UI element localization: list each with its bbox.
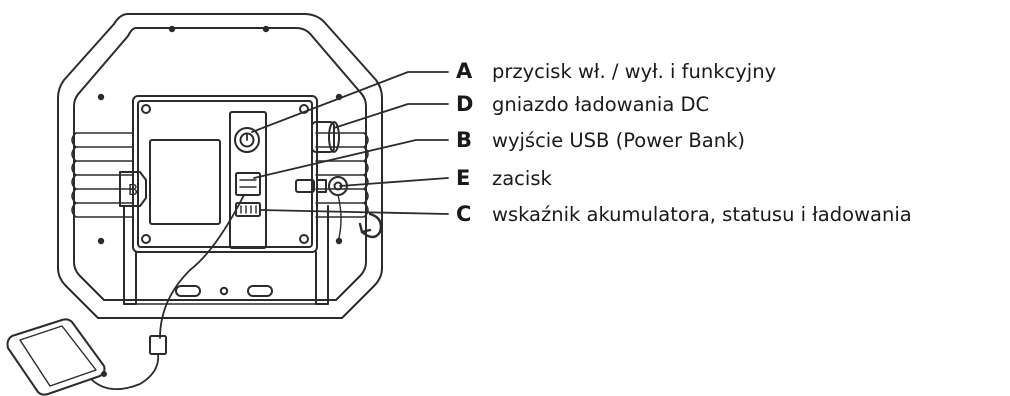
- usb-cable: [159, 194, 245, 339]
- callout-letter: B: [456, 128, 473, 152]
- callout-leader-lines: [251, 71, 449, 215]
- callout-text: wskaźnik akumulatora, statusu i ładowani…: [492, 202, 912, 226]
- leader-line-a: [251, 71, 449, 133]
- panel-screw-icons: [141, 104, 309, 244]
- label-plate: [149, 139, 221, 225]
- inlay-letter: B: [128, 181, 138, 199]
- callout-a: A przycisk wł. / wył. i funkcyjny: [456, 56, 776, 86]
- usb-plug-icon: [149, 335, 167, 355]
- leader-line-d: [333, 103, 449, 129]
- callout-text: gniazdo ładowania DC: [492, 92, 710, 116]
- outer-frame: [57, 13, 383, 319]
- callout-b: B wyjście USB (Power Bank): [456, 125, 745, 155]
- callout-text: przycisk wł. / wył. i funkcyjny: [492, 59, 777, 83]
- inner-frame: [73, 27, 367, 301]
- rotation-arrow-icon: [360, 212, 383, 239]
- callout-text: wyjście USB (Power Bank): [492, 128, 745, 152]
- callout-letter: C: [456, 202, 472, 226]
- right-heatsink-fins: [315, 132, 369, 218]
- dc-socket-icon[interactable]: [311, 121, 340, 153]
- leader-line-e: [339, 177, 449, 187]
- leader-line-c: [259, 209, 449, 215]
- back-panel-inner: [137, 100, 313, 248]
- back-panel: [132, 95, 318, 253]
- callout-c: C wskaźnik akumulatora, statusu i ładowa…: [456, 199, 912, 229]
- power-button-icon[interactable]: [234, 127, 260, 153]
- callout-text: zacisk: [492, 166, 552, 190]
- smartphone-icon: [6, 318, 107, 396]
- callout-letter: D: [456, 92, 474, 116]
- callout-d: D gniazdo ładowania DC: [456, 89, 709, 119]
- control-column: [229, 111, 267, 249]
- leader-line-b: [253, 139, 449, 179]
- left-heatsink-fins: [71, 132, 133, 218]
- usb-port[interactable]: [235, 172, 261, 196]
- base-slot-right: [247, 285, 273, 297]
- base-slot-left: [175, 285, 201, 297]
- left-bracket-inlay: [119, 171, 147, 207]
- stand-leg-left: [123, 205, 137, 305]
- base-hole: [219, 286, 229, 296]
- callout-letter: E: [456, 166, 471, 190]
- callout-letter: A: [456, 59, 473, 83]
- callout-e: E zacisk: [456, 163, 552, 193]
